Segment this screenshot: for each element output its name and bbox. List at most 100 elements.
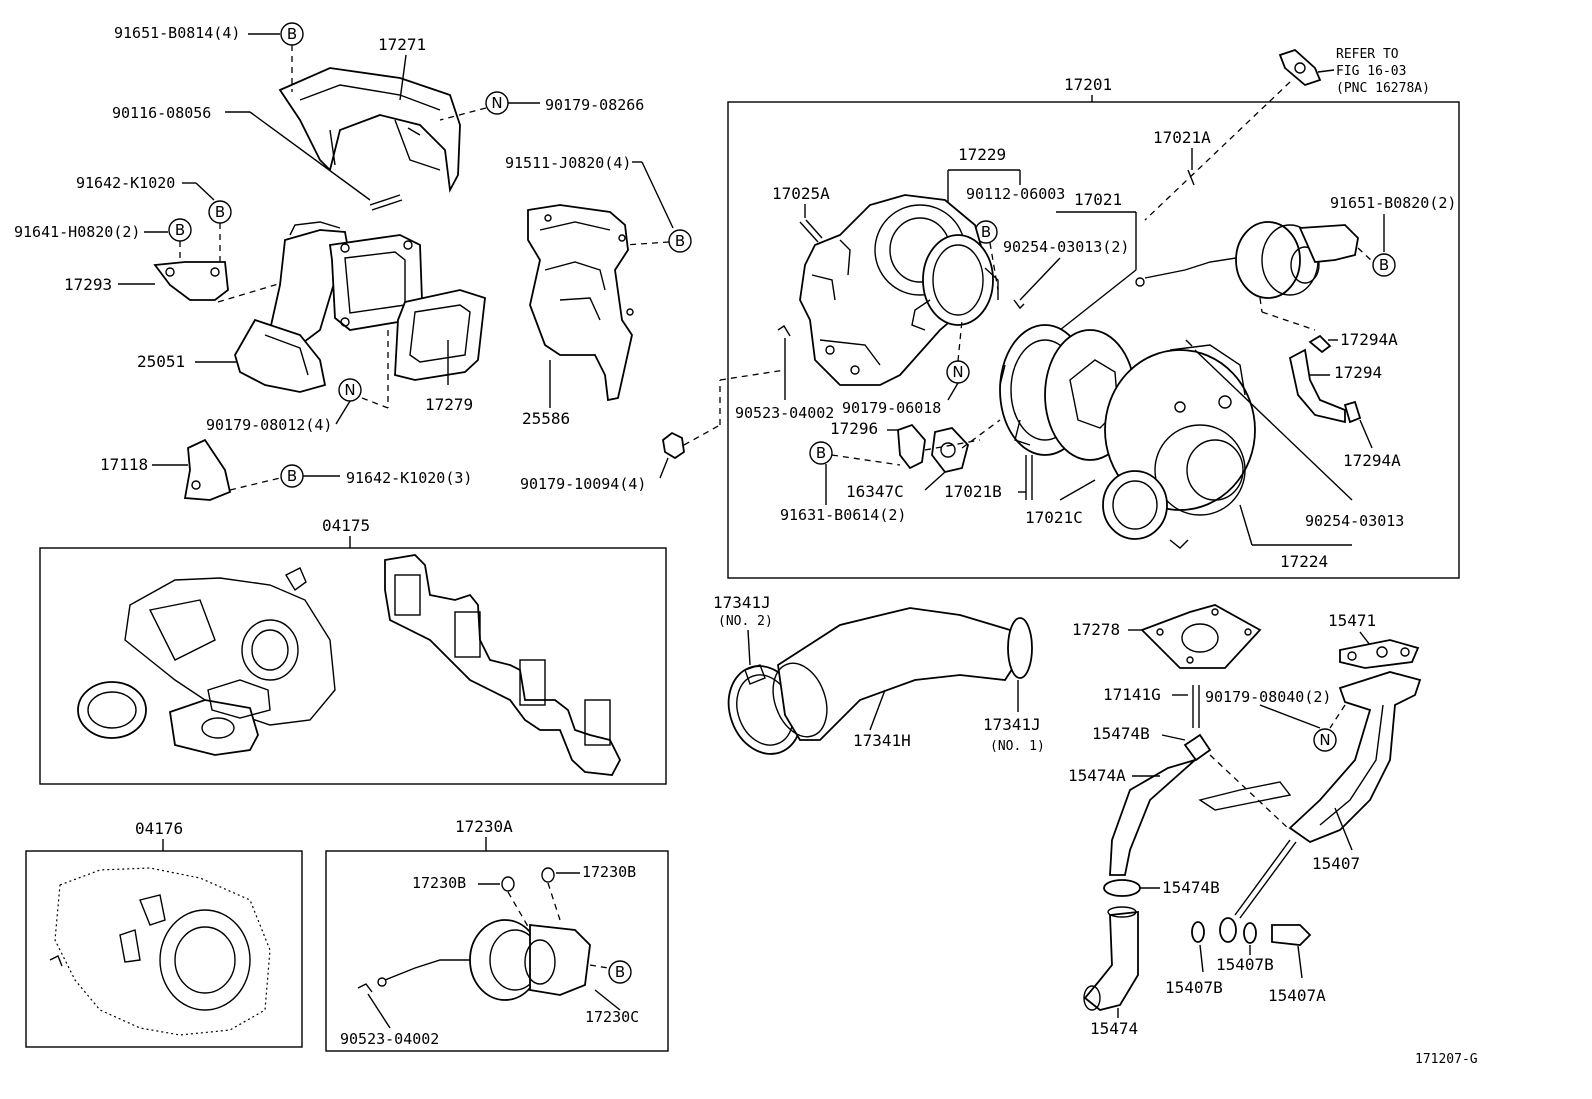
- gasket-17279: [394, 289, 486, 381]
- bolt-marker: B: [280, 22, 304, 46]
- heat-insulator-25586: [527, 204, 634, 402]
- label-17021A: 17021A: [1153, 128, 1211, 147]
- label-90179-08040: 90179-08040(2): [1205, 688, 1331, 706]
- svg-text:B: B: [287, 467, 297, 485]
- oil-hose-15474A: [1109, 733, 1212, 876]
- label-15407B-1: 15407B: [1165, 978, 1223, 997]
- nut-marker: N: [485, 91, 509, 115]
- svg-text:N: N: [1319, 731, 1330, 749]
- svg-text:N: N: [952, 363, 963, 381]
- label-17230C: 17230C: [585, 1008, 639, 1026]
- label-17341J-2: 17341J: [983, 715, 1041, 734]
- label-90179-06018: 90179-06018: [842, 399, 941, 417]
- label-15474B-1: 15474B: [1092, 724, 1150, 743]
- nut-marker: N: [946, 360, 970, 384]
- label-17341J-1-note: (NO. 2): [718, 614, 773, 629]
- label-15407A: 15407A: [1268, 986, 1326, 1005]
- label-15474A: 15474A: [1068, 766, 1126, 785]
- clip-15474B: [1103, 879, 1141, 897]
- bolt-marker: B: [208, 200, 232, 224]
- label-17294: 17294: [1334, 363, 1382, 382]
- label-17293: 17293: [64, 275, 112, 294]
- clamp-17229: [911, 234, 999, 331]
- svg-text:N: N: [344, 381, 355, 399]
- refer-line-1: REFER TO: [1336, 47, 1399, 62]
- svg-text:N: N: [491, 94, 502, 112]
- label-90254-03013-2: 90254-03013(2): [1003, 238, 1129, 256]
- turbo-elbow-25051: [234, 221, 423, 393]
- label-90179-08012: 90179-08012(4): [206, 416, 332, 434]
- label-17118: 17118: [100, 455, 148, 474]
- svg-text:B: B: [215, 203, 225, 221]
- wastegate-outlet-17021C: [1102, 470, 1189, 549]
- label-17141G: 17141G: [1103, 685, 1161, 704]
- label-90254-03013: 90254-03013: [1305, 512, 1404, 530]
- label-17278: 17278: [1072, 620, 1120, 639]
- label-91642-K1020: 91642-K1020: [76, 174, 175, 192]
- label-17229: 17229: [958, 145, 1006, 164]
- label-90112-06003: 90112-06003: [966, 185, 1065, 203]
- label-90116-08056: 90116-08056: [112, 104, 211, 122]
- label-17294A-1: 17294A: [1340, 330, 1398, 349]
- label-17341J-2-note: (NO. 1): [990, 739, 1045, 754]
- label-17294A-2: 17294A: [1343, 451, 1401, 470]
- bolt-marker: B: [280, 464, 304, 488]
- nut-marker: N: [1313, 728, 1337, 752]
- label-17341J-1: 17341J: [713, 593, 771, 612]
- svg-text:B: B: [1379, 256, 1389, 274]
- label-17230B-left: 17230B: [412, 874, 466, 892]
- figure-code: 171207-G: [1415, 1052, 1478, 1067]
- label-91651-B0814: 91651-B0814(4): [114, 24, 240, 42]
- label-04175: 04175: [322, 516, 370, 535]
- label-90179-10094: 90179-10094(4): [520, 475, 646, 493]
- label-17025A: 17025A: [772, 184, 830, 203]
- label-17230B-right: 17230B: [582, 863, 636, 881]
- bolt-marker: B: [809, 441, 833, 465]
- gasket-16278A: [1278, 48, 1322, 87]
- svg-text:B: B: [675, 232, 685, 250]
- label-15407B-2: 15407B: [1216, 955, 1274, 974]
- bracket-17293: [153, 261, 229, 301]
- label-15471: 15471: [1328, 611, 1376, 630]
- label-17271: 17271: [378, 35, 426, 54]
- label-17201: 17201: [1064, 75, 1112, 94]
- label-25586: 25586: [522, 409, 570, 428]
- bolt-marker: B: [168, 218, 192, 242]
- svg-text:B: B: [816, 444, 826, 462]
- wastegate-actuator: [1135, 221, 1359, 299]
- label-15407: 15407: [1312, 854, 1360, 873]
- label-90523-04002: 90523-04002: [735, 404, 834, 422]
- bolt-marker: B: [1372, 253, 1396, 277]
- gasket-17296: [897, 423, 926, 470]
- turbocharger-body-17021: [999, 324, 1256, 516]
- label-91651-B0820: 91651-B0820(2): [1330, 194, 1456, 212]
- label-17230A: 17230A: [455, 817, 513, 836]
- refer-line-2: FIG 16-03: [1336, 64, 1406, 79]
- gasket-16347C: [931, 427, 969, 474]
- actuator-17230A-box: [325, 850, 669, 1052]
- nut-marker: N: [338, 378, 362, 402]
- svg-text:B: B: [175, 221, 185, 239]
- gasket-kit-04175-box: [39, 547, 667, 785]
- heat-insulator-17271: [278, 67, 461, 211]
- label-17296: 17296: [830, 419, 878, 438]
- hose-17294: [1288, 334, 1362, 424]
- refer-line-3: (PNC 16278A): [1336, 81, 1430, 96]
- union-bolt-washers: [1191, 917, 1312, 946]
- label-91511-J0820: 91511-J0820(4): [505, 154, 631, 172]
- stud-17141G: [1192, 685, 1200, 728]
- label-17224: 17224: [1280, 552, 1328, 571]
- label-15474B-2: 15474B: [1162, 878, 1220, 897]
- label-91641-H0820: 91641-H0820(2): [14, 223, 140, 241]
- svg-text:B: B: [287, 25, 297, 43]
- oil-pipe-15474: [1083, 906, 1139, 1011]
- label-90179-08266: 90179-08266: [545, 96, 644, 114]
- label-04176: 04176: [135, 819, 183, 838]
- label-15474: 15474: [1090, 1019, 1138, 1038]
- hose-17341H: [727, 607, 1033, 755]
- bolt-marker: B: [668, 229, 692, 253]
- bolt-marker: B: [608, 960, 632, 984]
- gasket-kit-04175: [77, 554, 622, 776]
- bracket-17118: [183, 438, 232, 501]
